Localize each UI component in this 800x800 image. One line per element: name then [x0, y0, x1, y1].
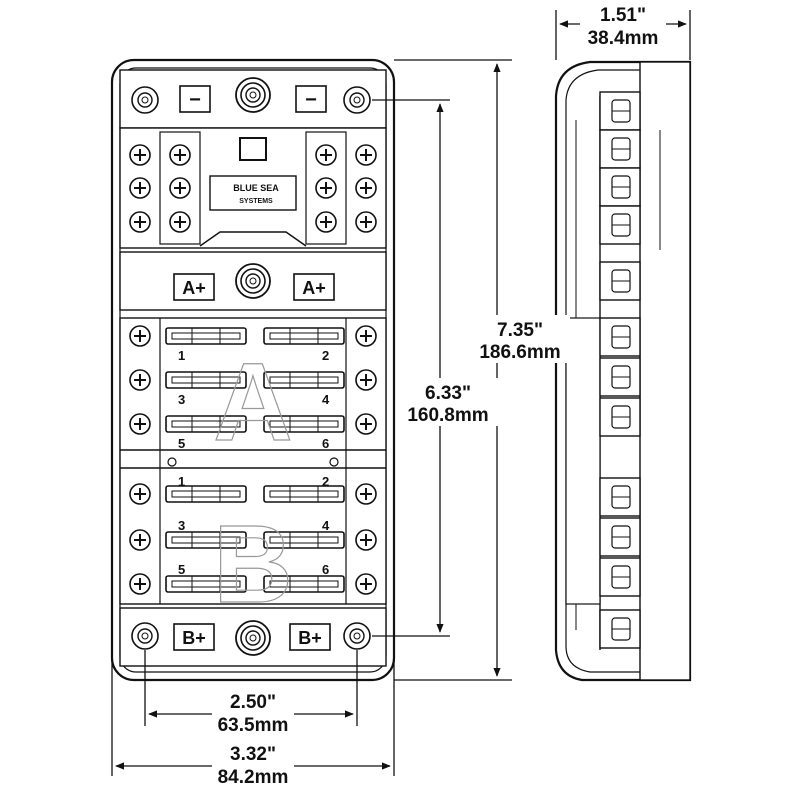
overall-width-in: 3.32"	[230, 744, 276, 765]
overall-height-mm: 186.6mm	[479, 342, 560, 363]
neg-terminal-label-right: −	[305, 89, 317, 111]
fuse-rows	[119, 317, 387, 605]
slot-b-1: 1	[178, 474, 185, 489]
slot-a-3: 3	[178, 392, 185, 407]
slot-b-2: 2	[322, 474, 329, 489]
slot-a-4: 4	[322, 392, 330, 407]
a-bus-label-right: A+	[302, 278, 326, 298]
group-a-letter: A	[213, 341, 292, 464]
group-b-letter: B	[213, 503, 292, 626]
slot-a-2: 2	[322, 348, 329, 363]
brand-logo-line1: BLUE SEA	[233, 183, 279, 193]
neg-terminal-label-left: −	[189, 89, 201, 111]
fuse-block-side-view	[554, 60, 692, 682]
slot-b-3: 3	[178, 518, 185, 533]
depth-mm: 38.4mm	[588, 28, 659, 49]
depth-in: 1.51"	[600, 5, 646, 26]
fuse-block-front-view: − − BLUE SEA SYSTEMS A+ A+	[110, 58, 396, 682]
slot-a-6: 6	[322, 436, 329, 451]
mount-height-in: 6.33"	[425, 383, 471, 404]
mount-height-mm: 160.8mm	[407, 405, 488, 426]
slot-a-1: 1	[178, 348, 185, 363]
slot-b-4: 4	[322, 518, 330, 533]
overall-width-mm: 84.2mm	[218, 767, 289, 788]
slot-b-6: 6	[322, 562, 329, 577]
b-bus-label-right: B+	[298, 628, 322, 648]
b-bus-label-left: B+	[182, 628, 206, 648]
a-bus-label-left: A+	[182, 278, 206, 298]
mount-width-in: 2.50"	[230, 692, 276, 713]
slot-b-5: 5	[178, 562, 185, 577]
slot-a-5: 5	[178, 436, 185, 451]
mount-width-mm: 63.5mm	[218, 715, 289, 736]
brand-logo-line2: SYSTEMS	[239, 198, 273, 205]
overall-height-in: 7.35"	[497, 320, 543, 341]
